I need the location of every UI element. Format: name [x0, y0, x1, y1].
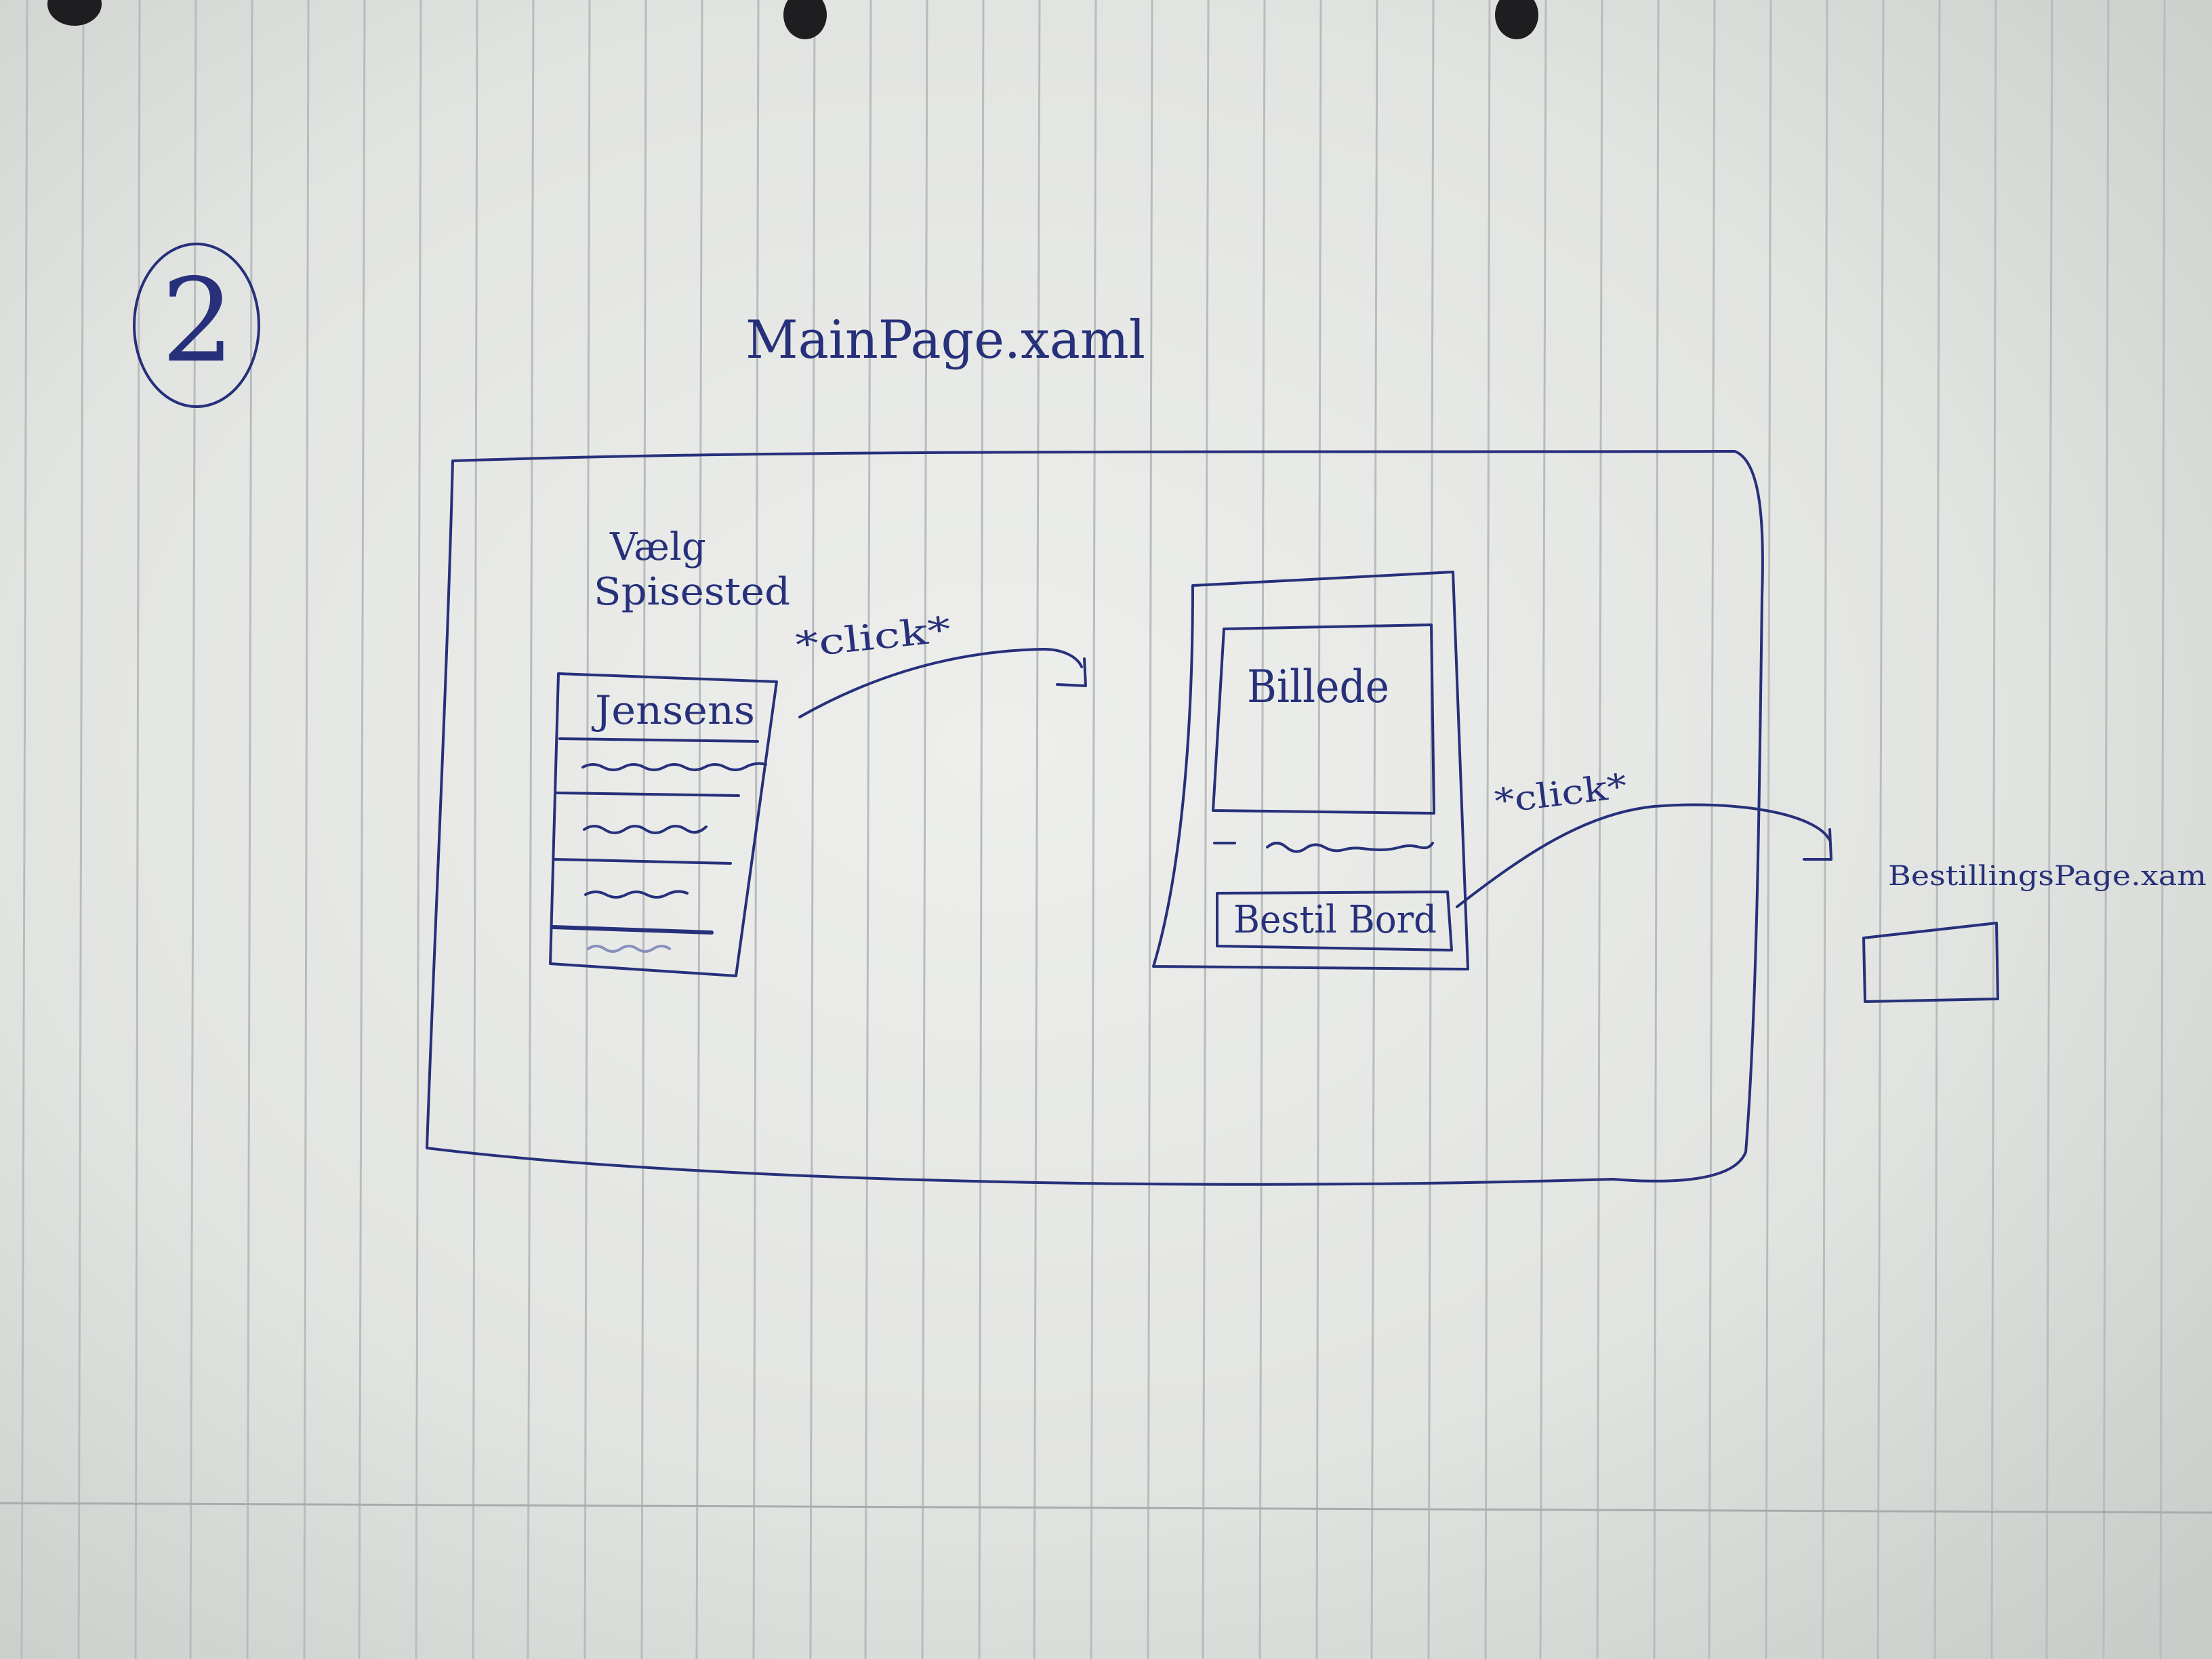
- ruled-line: [695, 0, 703, 1659]
- ruled-line: [1202, 0, 1210, 1659]
- ruled-line: [527, 0, 535, 1659]
- list-heading-line1: Vælg: [609, 525, 706, 569]
- ruled-line: [2159, 0, 2166, 1659]
- ruled-line: [472, 0, 478, 1659]
- arrow-head: [1056, 657, 1087, 687]
- punch-holes: [47, 0, 1538, 39]
- fold-line: [0, 1502, 2212, 1514]
- ruled-line: [1147, 0, 1153, 1659]
- ruled-line: [1933, 0, 1941, 1659]
- detail-panel: [1152, 571, 1469, 970]
- click-arrow-to-booking: [1456, 803, 1831, 908]
- ruled-line: [1033, 0, 1041, 1659]
- page-title: MainPage.xaml: [745, 310, 1145, 371]
- ruled-lines: [20, 0, 2166, 1659]
- ruled-line: [978, 0, 985, 1659]
- book-button-label: Bestil Bord: [1233, 898, 1437, 942]
- list-row-divider: [551, 925, 714, 935]
- punch-hole: [1495, 0, 1538, 39]
- ruled-line: [864, 0, 872, 1659]
- ruled-line: [1258, 0, 1266, 1659]
- ruled-line: [1653, 0, 1660, 1659]
- list-row-divider: [554, 792, 740, 797]
- list-row-squiggle: [584, 890, 689, 899]
- restaurant-list: [549, 672, 778, 977]
- ruled-line: [1427, 0, 1435, 1659]
- ruled-line: [303, 0, 310, 1659]
- ruled-line: [1315, 0, 1322, 1659]
- ruled-line: [809, 0, 816, 1659]
- ruled-line: [1596, 0, 1603, 1659]
- click-arrow-to-detail: [798, 648, 1083, 718]
- ruled-line: [1539, 0, 1547, 1659]
- ruled-line: [2102, 0, 2110, 1659]
- ruled-line: [77, 0, 85, 1659]
- ruled-line: [1877, 0, 1885, 1659]
- list-header: Jensens: [592, 687, 755, 733]
- ruled-line: [189, 0, 197, 1659]
- list-row-squiggle: [583, 825, 708, 834]
- list-row-squiggle: [587, 945, 671, 953]
- ruled-line: [1708, 0, 1716, 1659]
- ruled-line: [1822, 0, 1828, 1659]
- ruled-line: [20, 0, 28, 1659]
- ruled-line: [1370, 0, 1378, 1659]
- ruled-line: [358, 0, 366, 1659]
- ruled-line: [1484, 0, 1491, 1659]
- booking-page-title: BestillingsPage.xam: [1888, 861, 2207, 892]
- ruled-line: [1090, 0, 1097, 1659]
- list-row-divider: [553, 858, 732, 865]
- list-heading-line2: Spisested: [594, 570, 790, 614]
- ruled-line: [415, 0, 422, 1659]
- ruled-line: [2045, 0, 2053, 1659]
- image-placeholder: [1212, 623, 1435, 815]
- ruled-line: [1765, 0, 1772, 1659]
- ruled-line: [921, 0, 928, 1659]
- arrow-head: [1803, 828, 1832, 861]
- main-page-frame: [426, 450, 1764, 1186]
- page-number: 2: [161, 254, 234, 388]
- ruled-line: [134, 0, 141, 1659]
- list-header-divider: [558, 737, 759, 743]
- punch-hole: [47, 0, 102, 26]
- image-placeholder-label: Billede: [1247, 661, 1389, 713]
- list-row-squiggle: [581, 762, 767, 771]
- ruled-line: [583, 0, 591, 1659]
- page-number-circle: [133, 243, 260, 408]
- detail-text-squiggle: [1266, 842, 1434, 853]
- ruled-line: [1990, 0, 1997, 1659]
- book-button: [1216, 890, 1453, 951]
- booking-page-thumbnail: [1862, 922, 1999, 1003]
- punch-hole: [783, 0, 827, 39]
- ruled-line: [246, 0, 253, 1659]
